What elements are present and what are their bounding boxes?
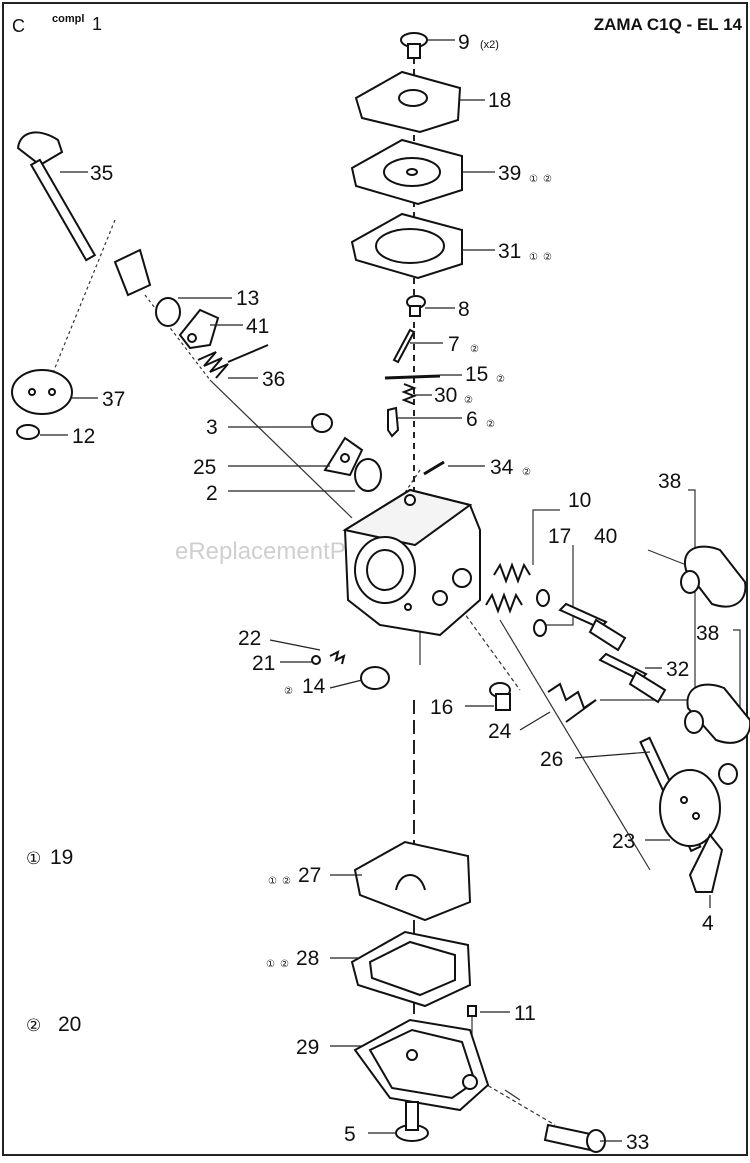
- label-part-5: 5: [344, 1123, 356, 1146]
- label-part-21: 21: [252, 652, 275, 675]
- model-title: ZAMA C1Q - EL 14: [594, 15, 743, 34]
- legend-note1-mark: ①: [26, 849, 41, 868]
- label-part-7: 7: [448, 333, 460, 356]
- label-leaders: [40, 39, 711, 1142]
- label-part-13: 13: [236, 287, 259, 310]
- label-part-40: 40: [594, 525, 617, 548]
- bottom-stack-parts: [350, 840, 606, 1153]
- label-part-14: 14: [302, 675, 326, 698]
- label-part-12: 12: [72, 425, 95, 448]
- mark-27-two: ②: [282, 876, 291, 887]
- label-part-27: 27: [298, 864, 321, 887]
- label-part-11: 11: [514, 1002, 536, 1025]
- label-part-8: 8: [458, 298, 470, 321]
- label-part-38-top: 38: [658, 470, 681, 493]
- label-part-17: 17: [548, 525, 571, 548]
- section-letter: C: [12, 16, 25, 36]
- compl-label: compl: [52, 13, 84, 25]
- top-stack-parts: [350, 32, 463, 476]
- label-part-24: 24: [488, 720, 512, 743]
- label-part-35: 35: [90, 162, 113, 185]
- legend-note1-number: 19: [50, 846, 73, 869]
- mark-7-two: ②: [470, 344, 479, 355]
- label-part-16: 16: [430, 696, 453, 719]
- label-part-33: 33: [626, 1131, 649, 1154]
- mark-31-two: ②: [543, 252, 552, 263]
- legend-notes: ① 19 ② 20: [26, 846, 81, 1036]
- mark-28-one: ①: [266, 959, 275, 970]
- legend-note2-number: 20: [58, 1013, 81, 1036]
- carburetor-body: [342, 488, 481, 637]
- mark-28-two: ②: [280, 959, 289, 970]
- mark-27-one: ①: [268, 876, 277, 887]
- lower-small-parts: [311, 650, 738, 893]
- label-part-2: 2: [206, 482, 218, 505]
- label-part-3: 3: [206, 416, 218, 439]
- label-part-9-qty: (x2): [480, 39, 499, 51]
- legend-note2-mark: ②: [26, 1016, 41, 1035]
- label-part-18: 18: [488, 89, 511, 112]
- adjustment-needle-parts: [485, 545, 750, 744]
- label-part-41: 41: [246, 315, 269, 338]
- mark-31-one: ①: [529, 252, 538, 263]
- mark-14-two: ②: [284, 686, 293, 697]
- mark-39-one: ①: [529, 174, 538, 185]
- label-part-38-bottom: 38: [696, 622, 719, 645]
- label-part-25: 25: [193, 456, 216, 479]
- label-part-23: 23: [612, 830, 635, 853]
- label-part-26: 26: [540, 748, 563, 771]
- mark-15-two: ②: [496, 374, 505, 385]
- throttle-shaft-parts: [11, 131, 382, 492]
- mark-34-two: ②: [522, 467, 531, 478]
- label-part-6: 6: [466, 408, 478, 431]
- label-part-22: 22: [238, 627, 261, 650]
- label-part-4: 4: [702, 912, 714, 935]
- label-part-28: 28: [296, 947, 319, 970]
- label-part-10: 10: [568, 489, 591, 512]
- label-part-31: 31: [498, 240, 521, 263]
- label-part-37: 37: [102, 388, 125, 411]
- mark-30-two: ②: [464, 395, 473, 406]
- label-part-9: 9: [458, 31, 470, 54]
- label-part-29: 29: [296, 1036, 319, 1059]
- mark-39-two: ②: [543, 174, 552, 185]
- label-part-34: 34: [490, 456, 514, 479]
- label-part-32: 32: [666, 658, 689, 681]
- mark-6-two: ②: [486, 419, 495, 430]
- label-part-30: 30: [434, 384, 457, 407]
- label-part-39: 39: [498, 162, 521, 185]
- compl-number: 1: [92, 14, 102, 34]
- label-part-15: 15: [465, 363, 488, 386]
- label-part-36: 36: [262, 368, 285, 391]
- part-labels: 9 (x2) 18 39 ① ② 31 ① ② 35 8 13 41 7 ② 3…: [72, 31, 719, 1154]
